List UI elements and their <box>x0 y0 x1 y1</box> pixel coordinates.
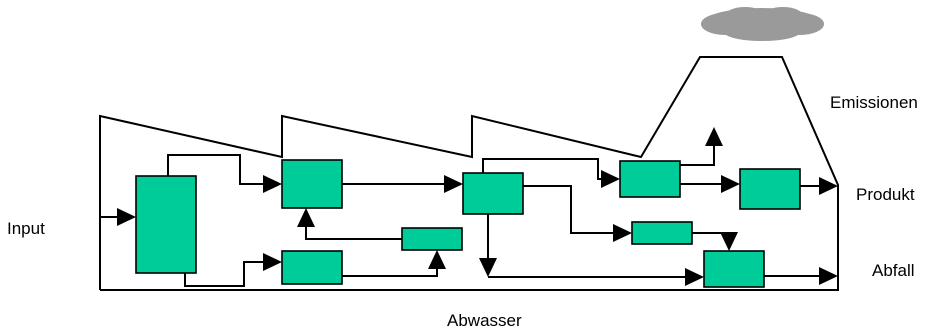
process-box-6 <box>619 160 681 198</box>
smoke-cloud-icon <box>701 7 824 41</box>
process-box-5 <box>462 172 524 215</box>
process-box-3 <box>281 250 343 285</box>
produkt-label: Produkt <box>856 185 915 204</box>
process-box-9 <box>703 250 765 288</box>
process-box-4 <box>401 227 463 251</box>
emissionen-label: Emissionen <box>830 93 918 112</box>
input-label: Input <box>7 219 45 238</box>
process-box-8 <box>631 221 693 245</box>
process-box-2 <box>281 159 343 209</box>
abwasser-label: Abwasser <box>447 311 522 329</box>
factory-outline <box>99 56 839 291</box>
process-box-1 <box>135 175 197 274</box>
process-box-7 <box>739 168 801 210</box>
flow-arrows <box>100 127 838 287</box>
abfall-label: Abfall <box>872 261 915 280</box>
